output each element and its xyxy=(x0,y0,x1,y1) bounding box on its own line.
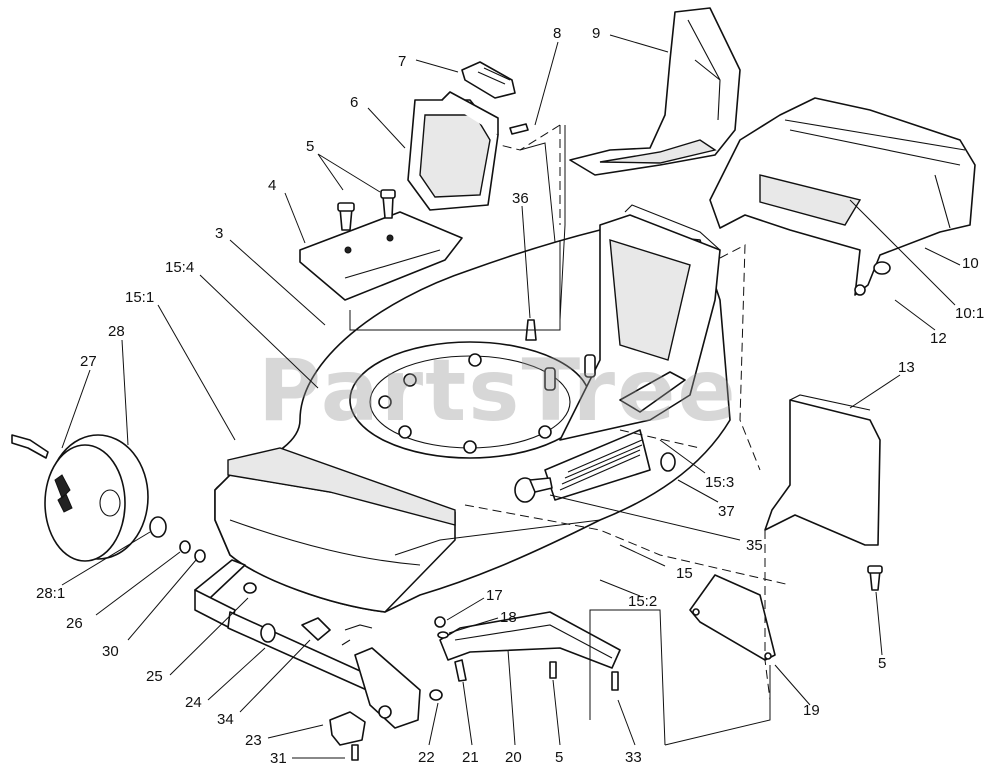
rear-shield xyxy=(764,394,881,546)
callout-27: 27 xyxy=(80,353,97,370)
callout-22: 22 xyxy=(418,749,435,766)
callout-26: 26 xyxy=(66,615,83,632)
callout-15-4: 15:4 xyxy=(165,259,194,276)
callout-15-3: 15:3 xyxy=(705,474,734,491)
deck-housing xyxy=(214,204,731,613)
callout-30: 30 xyxy=(102,643,119,660)
reference-lines xyxy=(349,125,771,746)
callout-24: 24 xyxy=(185,694,202,711)
callout-20: 20 xyxy=(505,749,522,766)
callout-31: 31 xyxy=(270,750,287,767)
callout-13: 13 xyxy=(898,359,915,376)
callout-33: 33 xyxy=(625,749,642,766)
grass-cover xyxy=(709,97,976,296)
callout-35: 35 xyxy=(746,537,763,554)
bolt-5-right xyxy=(867,565,883,591)
callout-18: 18 xyxy=(500,609,517,626)
callout-28-1: 28:1 xyxy=(36,585,65,602)
fastener-37 xyxy=(660,452,676,472)
callout-3: 3 xyxy=(215,225,223,242)
leader-lines xyxy=(61,34,961,759)
pin xyxy=(509,123,529,135)
callout-36: 36 xyxy=(512,190,529,207)
height-adjuster-plate xyxy=(299,211,463,301)
callout-25: 25 xyxy=(146,668,163,685)
front-axle-assembly xyxy=(194,559,443,761)
callout-9: 9 xyxy=(592,25,600,42)
clip xyxy=(461,61,516,99)
callout-23: 23 xyxy=(245,732,262,749)
callout-28: 28 xyxy=(108,323,125,340)
callout-7: 7 xyxy=(398,53,406,70)
bushing-washers xyxy=(149,516,206,563)
callout-10: 10 xyxy=(962,255,979,272)
callout-6: 6 xyxy=(350,94,358,111)
callout-15-2: 15:2 xyxy=(628,593,657,610)
assembly-lines xyxy=(464,124,791,701)
callout-8: 8 xyxy=(553,25,561,42)
callout-5-top: 5 xyxy=(306,138,314,155)
callout-5-bottom: 5 xyxy=(555,749,563,766)
callout-19: 19 xyxy=(803,702,820,719)
nut xyxy=(873,261,891,275)
callout-4: 4 xyxy=(268,177,276,194)
fastener-35 xyxy=(514,477,553,503)
callout-12: 12 xyxy=(930,330,947,347)
callout-37: 37 xyxy=(718,503,735,520)
callout-10-1: 10:1 xyxy=(955,305,984,322)
watermark: PartsTree xyxy=(258,341,738,441)
small-parts xyxy=(434,616,619,691)
bracket xyxy=(689,574,776,661)
bolts xyxy=(337,189,396,231)
callout-labels: 9 8 7 6 5 36 4 3 15:4 15:1 28 27 10 10:1… xyxy=(36,25,984,767)
callout-17: 17 xyxy=(486,587,503,604)
callout-15-1: 15:1 xyxy=(125,289,154,306)
chute-housing xyxy=(407,91,499,211)
callout-21: 21 xyxy=(462,749,479,766)
callout-5-right: 5 xyxy=(878,655,886,672)
chute-deflector xyxy=(569,7,741,176)
callout-15: 15 xyxy=(676,565,693,582)
wheel xyxy=(11,434,149,562)
rear-axle-bar xyxy=(439,611,621,669)
callout-34: 34 xyxy=(217,711,234,728)
